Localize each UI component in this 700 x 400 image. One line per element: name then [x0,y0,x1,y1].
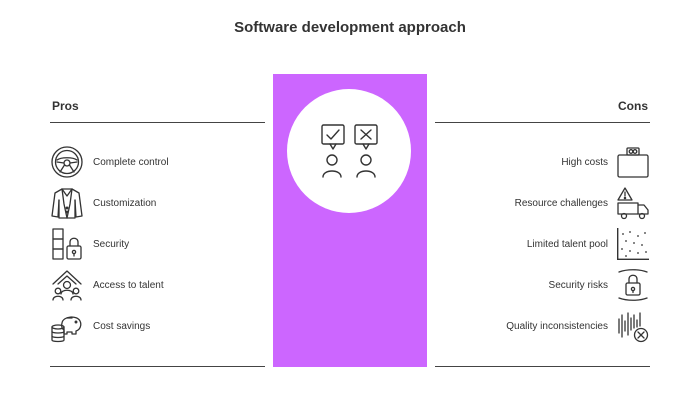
pros-item-customization: Customization [50,186,265,220]
pros-item-complete-control: Complete control [50,145,265,179]
pros-top-divider [50,122,265,123]
padlock-grid-icon [50,227,84,261]
money-box-icon [616,145,650,179]
cons-item-high-costs: High costs [435,145,650,179]
cons-item-resource-challenges: Resource challenges [435,186,650,220]
pros-item-label: Customization [93,197,157,209]
cons-item-label: Quality inconsistencies [506,320,608,332]
cons-item-security-risks: Security risks [435,268,650,302]
pros-item-access-to-talent: Access to talent [50,268,265,302]
cons-top-divider [435,122,650,123]
warning-truck-icon [616,186,650,220]
pros-bottom-divider [50,366,265,367]
cons-bottom-divider [435,366,650,367]
pros-item-label: Access to talent [93,279,164,291]
center-circle [287,89,411,213]
tailored-suit-icon [50,186,84,220]
piggy-bank-icon [50,309,84,343]
talent-growth-icon [50,268,84,302]
page-title: Software development approach [234,19,466,36]
pros-item-label: Cost savings [93,320,151,332]
pros-item-label: Security [93,238,130,250]
cons-item-label: High costs [561,156,608,168]
cons-item-label: Resource challenges [514,197,608,209]
cons-heading: Cons [618,99,648,113]
steering-wheel-icon [50,145,84,179]
pros-item-security: Security [50,227,265,261]
pros-item-label: Complete control [93,156,169,168]
cons-item-quality-inconsistencies: Quality inconsistencies [435,309,650,343]
cons-item-limited-talent-pool: Limited talent pool [435,227,650,261]
cons-item-label: Limited talent pool [526,238,608,250]
pros-item-cost-savings: Cost savings [50,309,265,343]
padlock-risk-icon [616,268,650,302]
sparse-dots-icon [616,227,650,261]
cons-item-label: Security risks [548,279,608,291]
pros-cons-people-icon [321,124,378,178]
pros-heading: Pros [52,99,79,113]
waveform-error-icon [616,309,650,343]
